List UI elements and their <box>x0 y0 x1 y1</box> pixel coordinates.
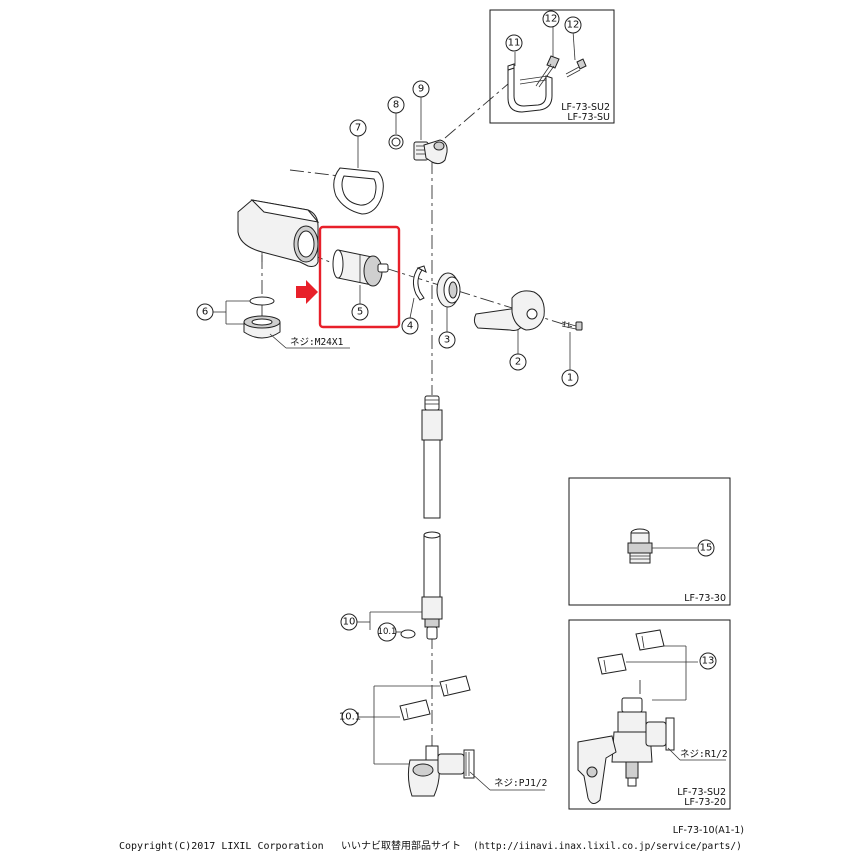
elbow-part <box>413 139 448 165</box>
callout-7: 7 <box>349 119 367 137</box>
svg-text:13: 13 <box>702 656 715 667</box>
callout-1: 1 <box>561 369 579 387</box>
thread-label-r12: ネジ:R1/2 <box>680 749 728 760</box>
callout-10-1: 10.1 <box>377 622 397 642</box>
site-url: (http://iinavi.inax.lixil.co.jp/service/… <box>473 841 742 852</box>
option-box-30 <box>568 477 731 606</box>
site-name: いいナビ取替用部品サイト <box>341 839 461 852</box>
callout-2: 2 <box>509 353 527 371</box>
svg-text:11: 11 <box>508 38 521 49</box>
svg-text:9: 9 <box>418 84 424 95</box>
callout-3: 3 <box>438 331 456 349</box>
clip-part <box>597 629 665 675</box>
svg-text:6: 6 <box>202 307 208 318</box>
box-label: LF-73-30 <box>684 593 726 604</box>
thread-label-pj12: ネジ:PJ1/2 <box>494 778 547 789</box>
svg-text:7: 7 <box>355 123 361 134</box>
o-ring-part <box>400 629 416 639</box>
svg-text:10.1: 10.1 <box>339 712 361 723</box>
box-label: LF-73-SU2 <box>677 787 726 798</box>
callout-12: 11 <box>505 34 523 52</box>
cartridge-part <box>332 249 389 287</box>
copyright-notice: Copyright(C)2017 LIXIL Corporation <box>119 841 324 852</box>
svg-text:3: 3 <box>444 335 450 346</box>
cap-part <box>436 272 461 308</box>
option-box-su20 <box>568 619 731 810</box>
box-label: LF-73-SU <box>567 112 610 123</box>
svg-text:4: 4 <box>407 321 413 332</box>
clip-part <box>412 265 427 301</box>
arrow-right-icon <box>296 280 318 304</box>
callout-9: 9 <box>412 80 430 98</box>
callout-6: 6 <box>196 303 214 321</box>
lever-handle-part <box>473 290 545 331</box>
aerator-part <box>243 296 281 339</box>
callout-11: 10.1 <box>339 708 361 726</box>
svg-text:12: 12 <box>567 20 580 31</box>
callout-14: 13 <box>699 652 717 670</box>
svg-text:10.1: 10.1 <box>378 627 397 637</box>
plate-part <box>333 167 384 215</box>
svg-text:12: 12 <box>545 14 558 25</box>
supply-pipe-part <box>421 395 443 640</box>
option-box-su <box>489 9 615 124</box>
svg-text:15: 15 <box>700 543 713 554</box>
callout-8: 8 <box>387 96 405 114</box>
callout-13: 12 <box>542 10 560 28</box>
bracket-part <box>507 63 553 113</box>
svg-text:8: 8 <box>393 100 399 111</box>
box-label: LF-73-20 <box>684 797 726 808</box>
callout-5: 5 <box>351 303 369 321</box>
callout-13: 12 <box>564 16 582 34</box>
stop-valve-part <box>577 697 675 804</box>
svg-text:5: 5 <box>357 307 363 318</box>
callout-10: 10 <box>340 613 358 631</box>
clip-part <box>399 675 471 721</box>
screw-part <box>535 55 587 88</box>
svg-text:10: 10 <box>343 617 356 628</box>
screw-part <box>561 320 583 331</box>
box-label: LF-73-SU2 <box>561 102 610 113</box>
highlight-frame <box>318 225 401 329</box>
svg-text:2: 2 <box>515 357 521 368</box>
document-code: LF-73-10(A1-1) <box>673 825 744 836</box>
adapter-part <box>627 528 653 564</box>
thread-label-m24: ネジ:M24X1 <box>290 337 344 348</box>
callout-4: 4 <box>401 317 419 335</box>
callout-15: 15 <box>697 539 715 557</box>
faucet-body-part <box>237 199 320 267</box>
svg-text:1: 1 <box>567 373 573 384</box>
stop-valve-part <box>407 745 475 797</box>
